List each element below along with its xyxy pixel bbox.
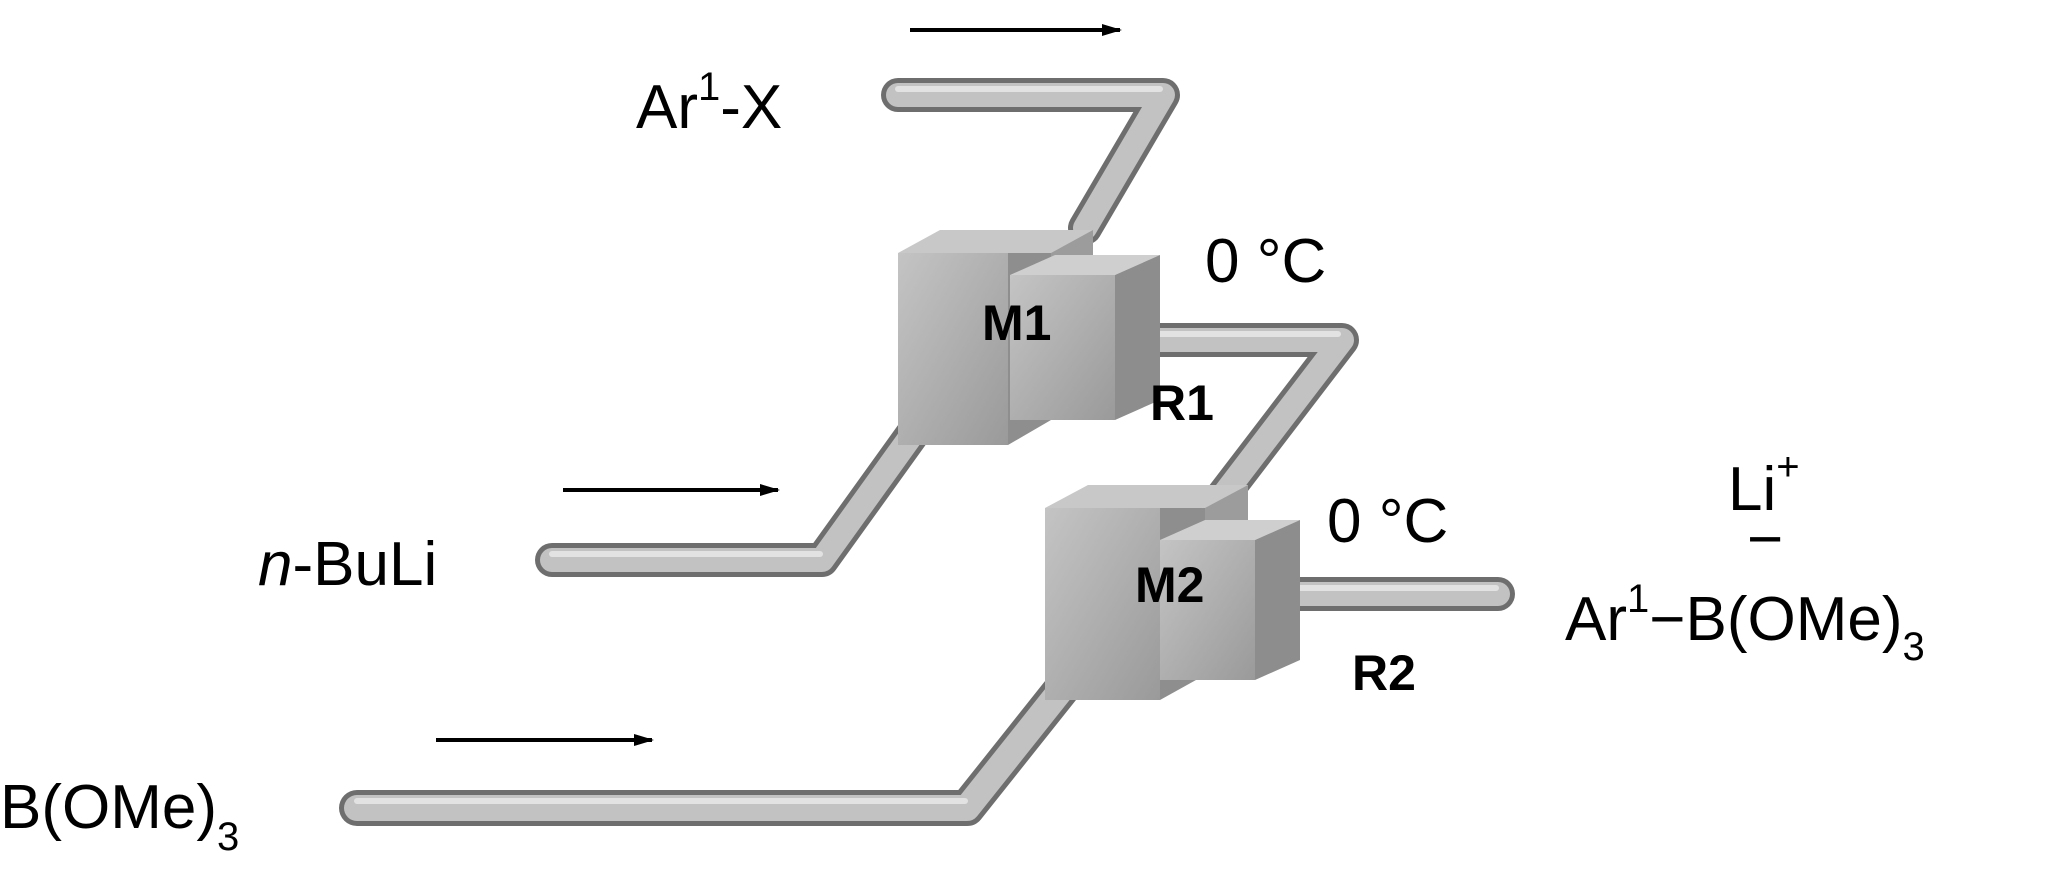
- mixer-m2-label: M2: [1135, 557, 1204, 613]
- product-anion: Ar1−B(OMe)3: [1565, 577, 1925, 669]
- mixer-m2: M2: [1045, 485, 1300, 700]
- temperature-r2: 0 °C: [1327, 487, 1448, 556]
- mixer-m1: M1: [898, 230, 1160, 445]
- reactor-r2-label: R2: [1352, 645, 1416, 701]
- reactor-r1-label: R1: [1150, 375, 1214, 431]
- product-cation: Li+: [1728, 445, 1800, 524]
- product-borate-salt: Li+ − Ar1−B(OMe)3: [1565, 445, 1925, 669]
- temperature-r1: 0 °C: [1205, 227, 1326, 296]
- product-anion-charge: −: [1747, 505, 1783, 574]
- reagent-borate: B(OMe)3: [0, 773, 239, 859]
- mixer-m1-label: M1: [982, 295, 1051, 351]
- reagent-aryl-halide: Ar1-X: [636, 65, 782, 142]
- tubing: [339, 78, 1515, 826]
- reagent-buli: n-BuLi: [258, 530, 437, 599]
- flow-arrows: [436, 24, 1122, 746]
